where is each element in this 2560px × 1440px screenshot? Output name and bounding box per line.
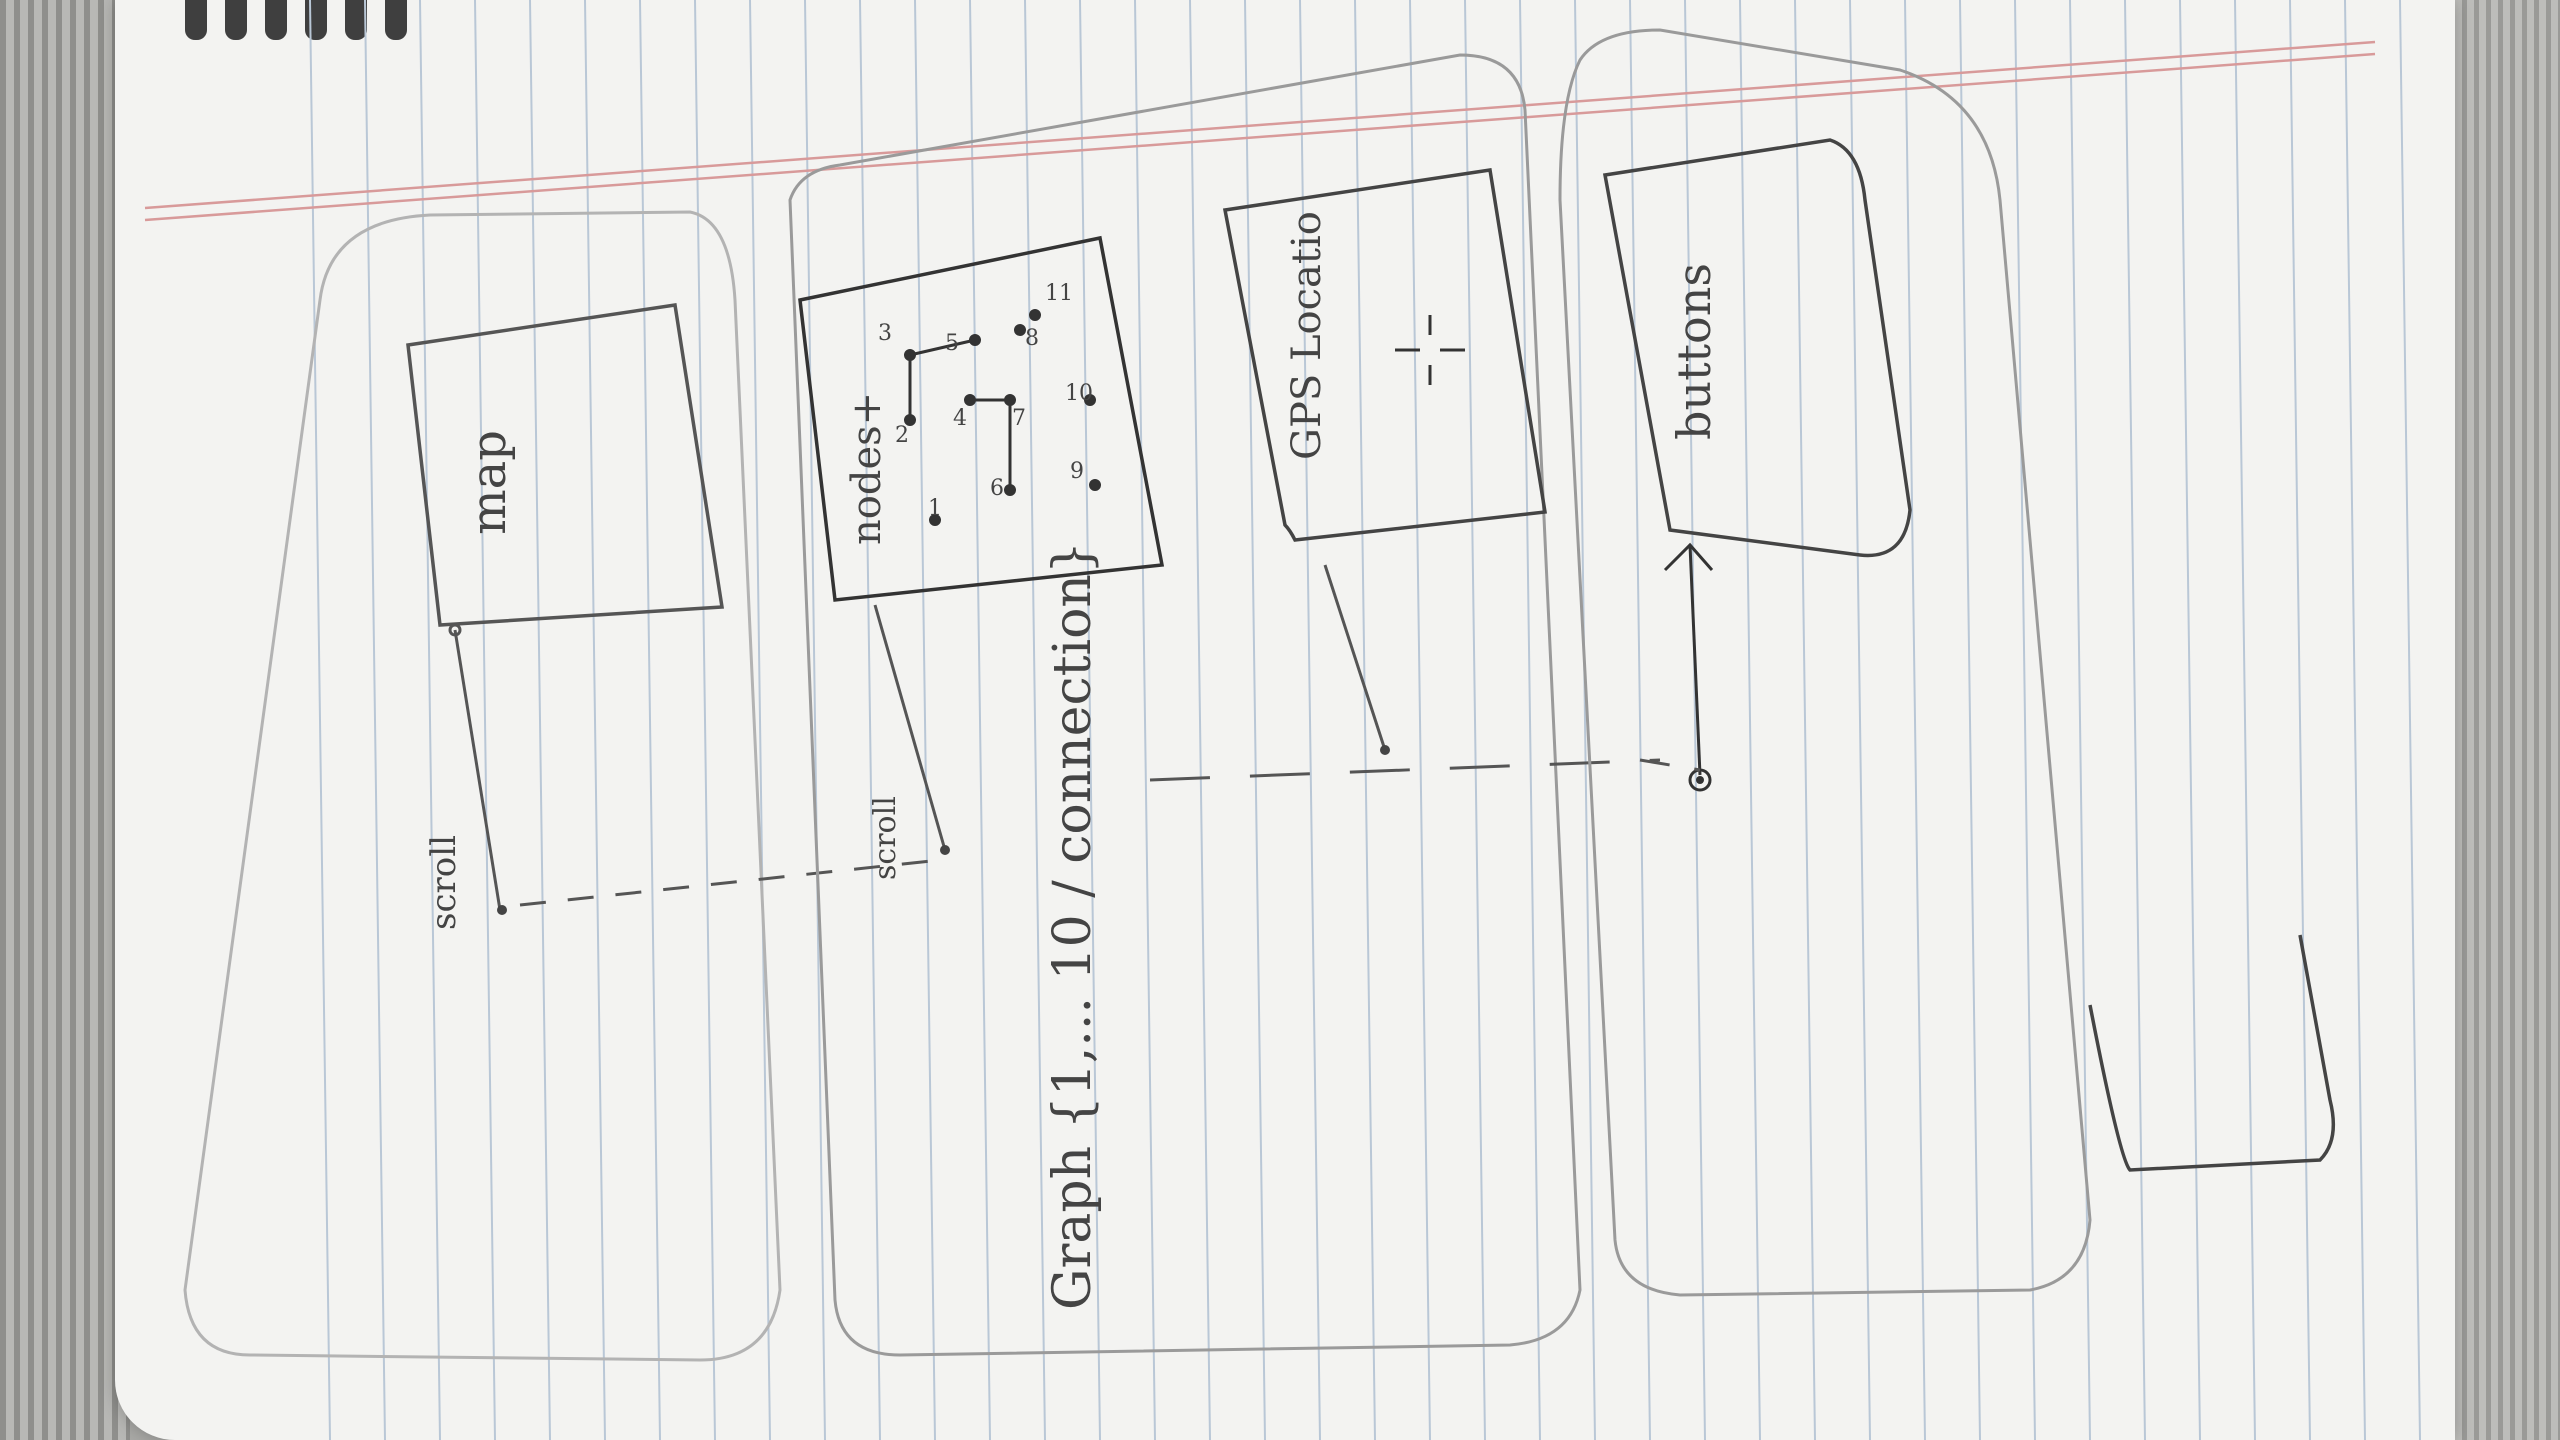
buttons-box <box>1602 138 1912 558</box>
spiral-ring <box>385 0 407 40</box>
graph-edges <box>908 338 1012 490</box>
screen-4-frame <box>1558 28 2092 1297</box>
spiral-ring <box>185 0 207 40</box>
graph-caption: Graph {1,... 10 / connection} <box>1043 541 1103 1310</box>
arrow-head-icon <box>1663 542 1714 572</box>
margin-line <box>144 40 2376 222</box>
scroll-connector <box>873 604 947 851</box>
screen-1-frame <box>183 210 782 1362</box>
graph-node <box>929 514 941 526</box>
flow-dashed-line <box>1149 758 1661 782</box>
graph-node-labels: 1 2 3 4 5 6 7 8 9 10 11 <box>878 281 1093 521</box>
scroll-label-2: scroll <box>868 796 903 880</box>
graph-node <box>1014 324 1026 336</box>
anchor-dot <box>1380 745 1390 755</box>
buttons-connector <box>1688 544 1702 776</box>
spiral-ring <box>345 0 367 40</box>
notebook-page <box>115 0 2455 1440</box>
anchor-dot <box>1696 776 1704 784</box>
node-label: 6 <box>990 476 1004 501</box>
node-label: 5 <box>945 331 959 356</box>
gps-label: GPS Locatio <box>1284 211 1330 460</box>
graph-node <box>1084 394 1096 406</box>
scroll-anchor-dot <box>940 845 950 855</box>
scroll-anchor-dot <box>497 905 507 915</box>
node-label: 4 <box>953 406 967 431</box>
flow-dashed-line <box>1639 758 1701 772</box>
node-label: 10 <box>1065 381 1093 406</box>
spiral-ring <box>225 0 247 40</box>
buttons-label: buttons <box>1667 263 1721 440</box>
node-label: 3 <box>878 321 892 346</box>
flow-dashed-line <box>519 858 941 907</box>
scroll-label-1: scroll <box>424 835 464 930</box>
node-label: 7 <box>1012 406 1026 431</box>
notebook-edge-right <box>2450 0 2560 1440</box>
node-label: 1 <box>928 496 942 521</box>
node-label: 8 <box>1025 326 1039 351</box>
spiral-ring <box>265 0 287 40</box>
scroll-anchor-dot <box>448 623 462 637</box>
gps-box <box>1222 168 1548 542</box>
nodes-box <box>798 235 1165 602</box>
node-label: 11 <box>1045 281 1073 306</box>
node-label: 2 <box>895 423 909 448</box>
map-box <box>406 303 725 627</box>
gps-connector <box>1323 564 1387 751</box>
screen-2-frame <box>788 53 1582 1357</box>
ruled-lines <box>309 0 2421 1440</box>
crosshair-icon <box>1395 315 1465 385</box>
nodes-label: nodes+ <box>844 392 890 545</box>
notebook-spine-left <box>0 0 130 1440</box>
scroll-connector <box>453 629 502 911</box>
graph-node <box>1089 479 1101 491</box>
graph-node <box>1029 309 1041 321</box>
stray-sketch-stroke <box>2088 934 2336 1172</box>
map-label: map <box>461 430 517 535</box>
node-label: 9 <box>1070 459 1084 484</box>
